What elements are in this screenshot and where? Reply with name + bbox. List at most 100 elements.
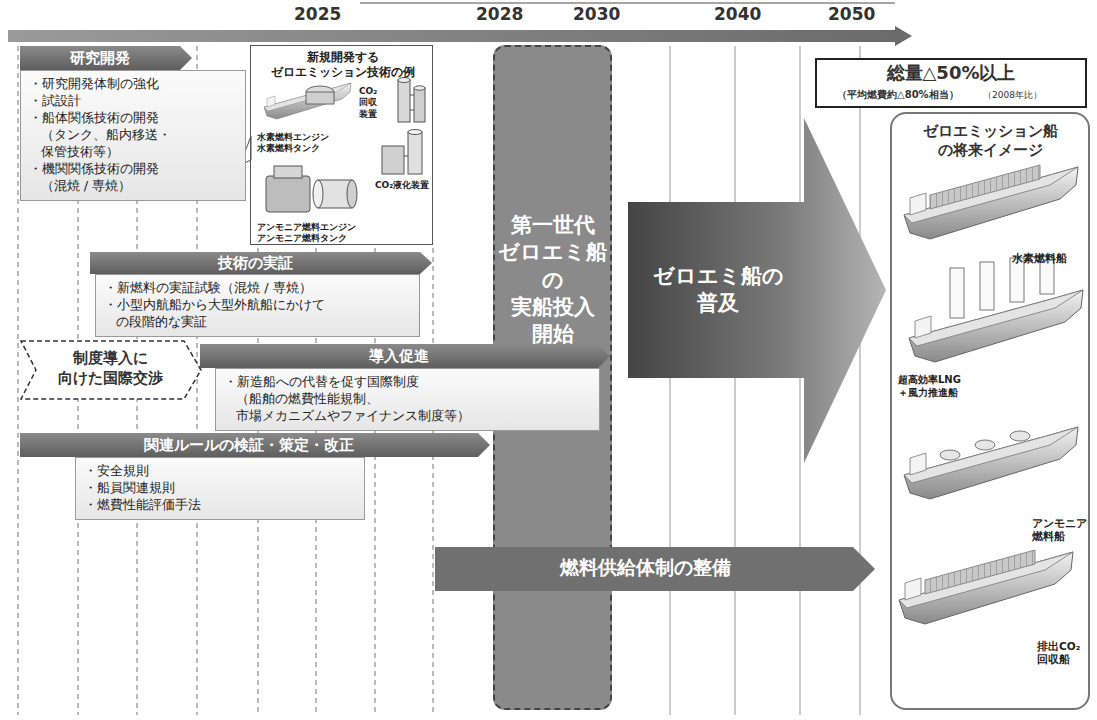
text-line: 導入促進: [200, 344, 598, 368]
illustration-part: [909, 290, 1083, 362]
demonstration-box: 技術の実証・新燃料の実証試験（混焼 / 専焼）・小型内航船から大型外航船にかけて…: [90, 252, 432, 337]
fuel-supply-band: 燃料供給体制の整備: [435, 547, 875, 591]
bullet-item: ・船員関連規則: [84, 479, 356, 496]
illustration-part: [18, 46, 19, 715]
year-grid: [18, 46, 860, 715]
text-line: 水素燃料エンジン: [257, 132, 357, 143]
text-line: 排出CO₂: [1037, 640, 1089, 653]
illustration-part: [404, 156, 408, 157]
year-label: 2025: [294, 4, 341, 24]
text-slot: 第一世代 ゼロエミ船 の 実船投入 開始: [495, 212, 610, 348]
text-slot: 総量△50%以上: [817, 62, 1085, 85]
node-label: アンモニア 燃料船: [1032, 517, 1088, 543]
hydrogen-ship-illustration: [904, 165, 1078, 239]
node-label: 排出CO₂ 回収船: [1037, 640, 1089, 666]
text-line: ・新燃料の実証試験（混焼 / 専焼）: [104, 279, 411, 296]
hydrogen-engine-illustration: [264, 83, 351, 119]
negotiation-chevron: 制度導入に 向けた国際交渉: [20, 340, 202, 400]
text-slot: アンモニア燃料エンジン アンモニア燃料タンク: [257, 222, 417, 245]
text-line: 保管技術等）: [29, 143, 237, 160]
text-line: ・機関関係技術の開発: [29, 160, 237, 177]
illustration-part: [860, 46, 861, 715]
text-line: ・試設計: [29, 92, 237, 109]
text-line: ・船員関連規則: [84, 479, 356, 496]
illustration-part: [940, 431, 1030, 460]
year-label: 2030: [573, 4, 620, 24]
text-slot: CO₂液化装置: [375, 180, 433, 191]
node-label: CO₂ 回収 装置: [359, 86, 399, 120]
diffusion-arrow: ゼロエミ船の 普及: [628, 118, 886, 463]
text-line: ゼロエミ船: [495, 239, 610, 266]
promotion-box: 導入促進・新造船への代替を促す国際制度 （船舶の燃費性能規制、 市場メカニズムや…: [200, 344, 610, 431]
research-box: 研究開発・研究開発体制の強化・試設計・船体関係技術の開発 （タンク、船内移送・ …: [20, 46, 246, 201]
illustration-part: [414, 88, 425, 122]
co2-capture-illustration: [398, 78, 425, 123]
node-label: CO₂液化装置: [375, 180, 433, 191]
illustration-part: [398, 80, 410, 122]
text-line: の段階的な実証: [104, 313, 411, 330]
banner-heading: 関連ルールの検証・策定・改正: [20, 433, 490, 457]
illustration-part: [347, 180, 357, 208]
text-line: の: [495, 267, 610, 294]
text-slot: CO₂ 回収 装置: [359, 86, 399, 120]
text-line: ・新造船への代替を促す国際制度: [224, 373, 591, 390]
text-line: 総量△50%以上: [817, 62, 1085, 85]
illustration-part: [800, 46, 801, 715]
bullet-item: ・船体関係技術の開発 （タンク、船内移送・ 保管技術等）: [29, 109, 237, 160]
text-line: CO₂: [359, 86, 399, 97]
bullet-panel: ・安全規則・船員関連規則・燃費性能評価手法: [75, 457, 365, 520]
bullet-item: ・安全規則: [84, 462, 356, 479]
node-outline: [21, 341, 201, 399]
node-shape: [628, 118, 886, 463]
text-line: 市場メカニズムやファイナンス制度等）: [224, 407, 591, 424]
text-line: 関連ルールの検証・策定・改正: [20, 433, 478, 457]
node-label: 水素燃料エンジン 水素燃料タンク: [257, 132, 357, 155]
illustration-part: [264, 83, 351, 119]
node-heading: 燃料供給体制の整備: [435, 556, 855, 580]
illustration-part: [433, 248, 434, 715]
text-slot: 燃料供給体制の整備: [435, 556, 855, 580]
text-line: ゼロエミッション技術の例: [251, 65, 434, 80]
text-line: （船舶の燃費性能規制、: [224, 390, 591, 407]
text-line: （平均燃費約△80%相当）: [837, 89, 982, 102]
timeline-bar: [8, 3, 912, 46]
text-line: アンモニア: [1032, 517, 1088, 530]
text-line: ＋風力推進船: [898, 387, 1028, 400]
illustration-part: [950, 256, 1054, 318]
text-line: （2008年比）: [983, 90, 1073, 101]
banner-heading: 研究開発: [20, 46, 192, 70]
illustration-part: [408, 132, 422, 174]
co2-liquefaction-illustration: [382, 130, 422, 175]
node-heading: 総量△50%以上: [817, 62, 1085, 85]
year-slot: 2040: [714, 4, 761, 24]
text-slot: 排出CO₂ 回収船: [1037, 640, 1089, 666]
illustration-part: [306, 92, 334, 104]
text-slot: 新規開発する ゼロエミッション技術の例: [251, 50, 434, 80]
text-slot: 制度導入に 向けた国際交渉: [34, 349, 186, 388]
rules-box: 関連ルールの検証・策定・改正・安全規則・船員関連規則・燃費性能評価手法: [20, 433, 490, 520]
text-line: ・燃費性能評価手法: [84, 496, 356, 513]
text-line: の将来イメージ: [892, 141, 1088, 160]
text-line: 燃料船: [1032, 530, 1088, 543]
banner-heading: 技術の実証: [90, 252, 432, 274]
illustration-part: [950, 268, 964, 318]
bullet-item: ・新燃料の実証試験（混焼 / 専焼）: [104, 279, 411, 296]
target-box: 総量△50%以上 （平均燃費約△80%相当）（2008年比）: [815, 58, 1087, 108]
node-heading: 新規開発する ゼロエミッション技術の例: [251, 50, 434, 80]
text-line: 回収船: [1037, 653, 1089, 666]
node-label: アンモニア燃料エンジン アンモニア燃料タンク: [257, 222, 417, 245]
text-line: 向けた国際交渉: [34, 369, 186, 389]
illustration-part: [925, 550, 1035, 594]
text-line: 制度導入に: [34, 349, 186, 369]
text-line: （タンク、船内移送・: [29, 126, 237, 143]
text-line: ゼロエミ船の: [632, 263, 804, 290]
illustration-part: [904, 427, 1078, 499]
text-line: 技術の実証: [90, 252, 420, 274]
text-slot: 水素燃料船: [1012, 252, 1088, 266]
text-slot: 水素燃料エンジン 水素燃料タンク: [257, 132, 357, 155]
illustration-part: [382, 146, 404, 174]
year-label: 2040: [714, 4, 761, 24]
year-slot: 2025: [294, 4, 341, 24]
node-label: 超高効率LNG ＋風力推進船: [898, 374, 1028, 399]
